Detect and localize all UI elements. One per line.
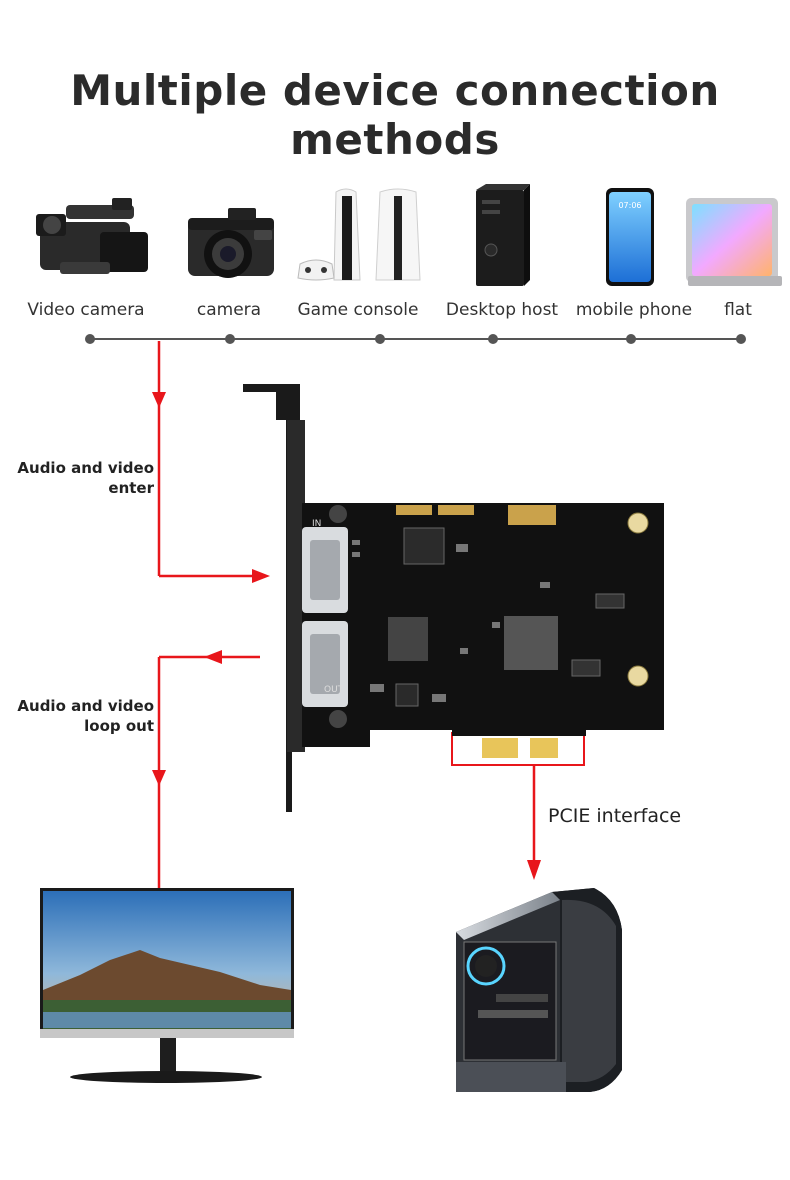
capture-card <box>243 384 664 812</box>
device-node <box>626 334 636 344</box>
pcb-board <box>302 503 664 747</box>
device-label-mobile-phone: mobile phone <box>575 300 693 320</box>
mobile-phone-icon <box>606 188 654 286</box>
input-flow-label-line1: Audio and video <box>17 459 154 477</box>
device-node <box>85 334 95 344</box>
tablet-icon <box>686 198 782 286</box>
port-in-label: IN <box>312 519 321 529</box>
page-title: Multiple device connection methods <box>70 66 720 164</box>
input-flow-label-line2: enter <box>108 479 154 497</box>
screw-icon <box>329 505 347 523</box>
port-out-label: OUT <box>324 685 344 695</box>
screw-icon <box>329 710 347 728</box>
device-node <box>225 334 235 344</box>
device-node <box>375 334 385 344</box>
phone-screen-time: 07:06 <box>618 201 641 210</box>
monitor-icon <box>40 888 294 1083</box>
input-flow-label: Audio and video enter <box>4 458 154 498</box>
game-console-icon <box>297 188 421 281</box>
device-label-flat: flat <box>724 300 752 320</box>
pcie-interface-label: PCIE interface <box>548 805 682 827</box>
output-flow-label-line2: loop out <box>84 717 154 735</box>
heatsink-large <box>504 616 558 670</box>
camera-icon <box>188 208 274 278</box>
device-label-desktop-host: Desktop host <box>445 300 559 320</box>
device-label-game-console: Game console <box>297 300 419 320</box>
output-flow-label-line1: Audio and video <box>17 697 154 715</box>
input-flow-arrow <box>152 341 270 583</box>
output-flow-arrow <box>152 650 260 888</box>
controller-chip <box>403 527 445 565</box>
device-node <box>736 334 746 344</box>
heatsink-small <box>388 617 428 661</box>
pc-tower-icon <box>456 888 622 1092</box>
device-label-camera: camera <box>196 300 262 320</box>
video-camera-icon <box>36 198 148 274</box>
device-node <box>488 334 498 344</box>
device-label-video-camera: Video camera <box>27 300 145 320</box>
pcie-gold-fingers <box>482 738 518 758</box>
desktop-host-icon <box>476 184 530 286</box>
output-flow-label: Audio and video loop out <box>4 696 154 736</box>
